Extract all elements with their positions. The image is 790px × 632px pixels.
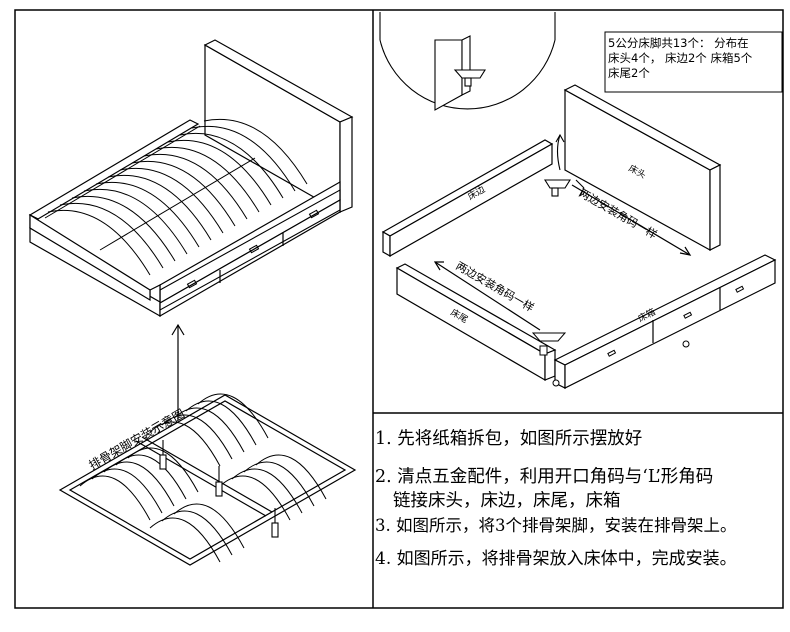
feet-note-line: 床尾2个 <box>608 66 650 80</box>
slat-frame-legs <box>159 440 279 538</box>
storage-box-feet <box>552 340 690 387</box>
slat-frame-illustration <box>58 394 357 566</box>
storage-box-handles <box>607 285 745 357</box>
assembled-bed-illustration <box>28 39 354 318</box>
instruction-step-2: 2. 清点五金配件，利用开口角码与‘L’形角码 <box>375 467 714 487</box>
storage-box-part <box>553 254 777 389</box>
storage-drawers <box>159 189 341 311</box>
instruction-step-1: 1. 先将纸箱拆包，如图所示摆放好 <box>375 429 643 449</box>
feet-note-box <box>604 31 783 93</box>
arrow-diagonal-top-icon <box>571 184 692 256</box>
instruction-step-2-cont: 链接床头，床边，床尾，床箱 <box>393 491 621 511</box>
l-bracket-icon <box>544 133 585 197</box>
arrow-diagonal-bottom-icon <box>433 261 541 331</box>
arrow-up-icon <box>171 323 185 420</box>
feet-note-line: 床头4个， 床边2个 床箱5个 <box>608 51 753 65</box>
slat-frame-slats <box>79 393 327 563</box>
corner-bracket-icon <box>531 332 567 356</box>
instruction-step-4: 4. 如图所示，将排骨架放入床体中，完成安装。 <box>375 549 737 569</box>
side-rail-part <box>381 139 554 258</box>
assembled-bed-slats <box>44 118 308 276</box>
headboard-part <box>563 84 722 252</box>
corner-bracket-detail <box>379 12 556 111</box>
feet-note: 5公分床脚共13个： 分布在 床头4个， 床边2个 床箱5个 床尾2个 <box>608 36 784 81</box>
footboard-part <box>395 263 557 382</box>
feet-note-line: 5公分床脚共13个： 分布在 <box>608 36 749 50</box>
instruction-step-3: 3. 如图所示，将3个排骨架脚，安装在排骨架上。 <box>375 516 737 535</box>
slat-frame-caption: 排骨架脚安装示意图 <box>86 406 187 473</box>
